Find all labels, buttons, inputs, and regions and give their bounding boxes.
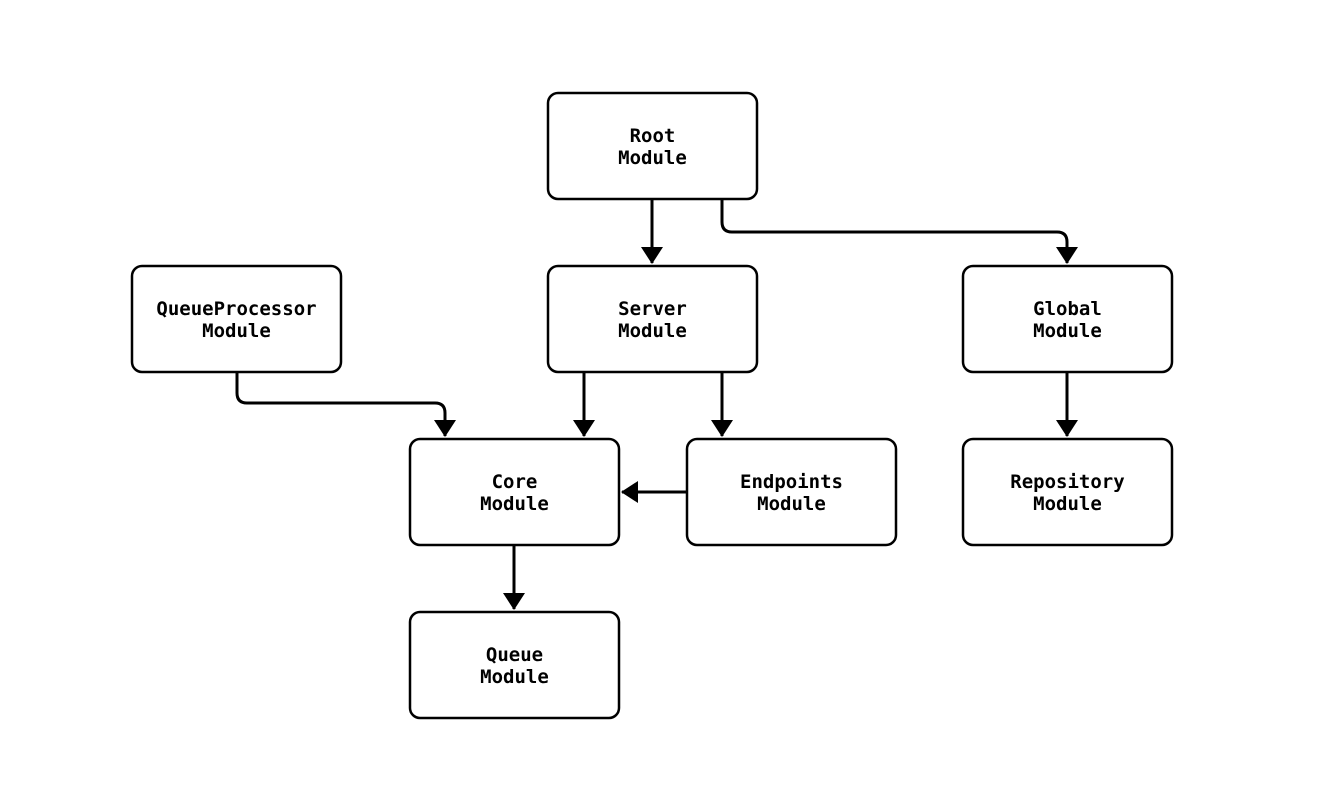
node-repository-box (961, 437, 1174, 547)
node-server-box (546, 264, 759, 374)
edges-layer (235, 199, 1078, 610)
node-endpoints-box (685, 437, 898, 547)
node-core-box (408, 437, 621, 547)
node-queue-box (408, 610, 621, 720)
node-root-box (546, 91, 759, 201)
edge-root-to-global (720, 199, 1078, 264)
node-queueprocessor-box (130, 264, 343, 374)
node-global-box (961, 264, 1174, 374)
edge-queueprocessor-to-core (235, 373, 456, 437)
